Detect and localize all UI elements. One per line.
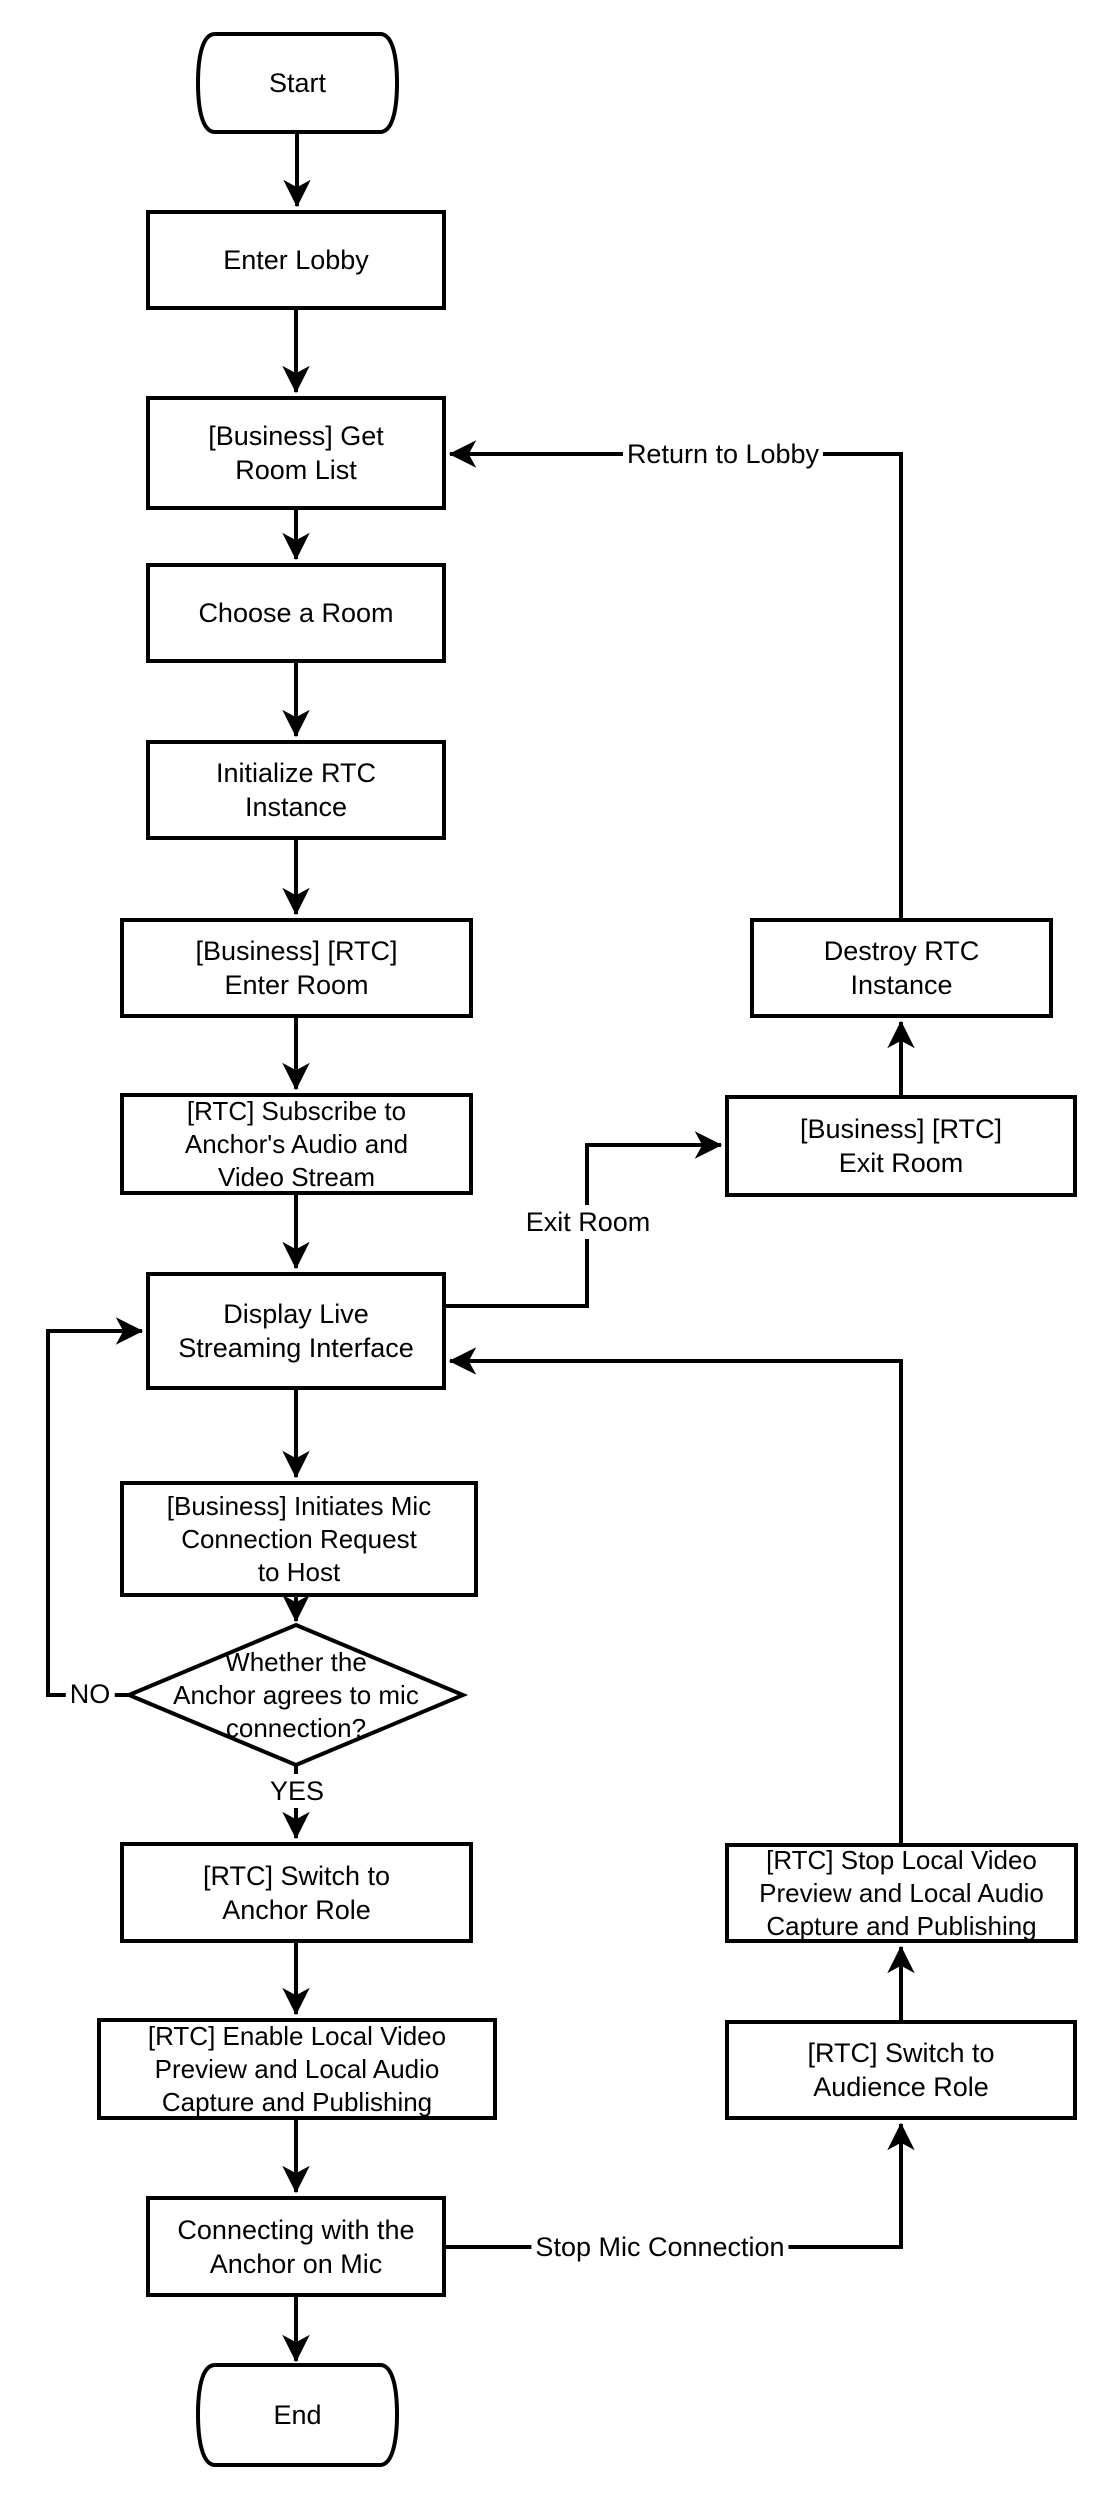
flow-node-start: Start bbox=[268, 67, 327, 98]
edge-label-exit-room: Exit Room bbox=[521, 1205, 655, 1239]
flow-node-switch-anchor-role: [RTC] Switch to Anchor Role bbox=[120, 1842, 473, 1943]
flow-node-enable-local-av: [RTC] Enable Local Video Preview and Loc… bbox=[97, 2018, 497, 2120]
flow-node-display-live-interface: Display Live Streaming Interface bbox=[146, 1272, 446, 1390]
flow-node-enter-lobby: Enter Lobby bbox=[146, 210, 446, 310]
decision-diamond-shape bbox=[123, 1622, 469, 1768]
edge-label-stop-mic-connection: Stop Mic Connection bbox=[531, 2230, 789, 2264]
flow-node-get-room-list: [Business] Get Room List bbox=[146, 396, 446, 510]
flow-node-destroy-rtc: Destroy RTC Instance bbox=[750, 918, 1053, 1018]
flow-node-decision-anchor-agrees: Whether the Anchor agrees to mic connect… bbox=[173, 1646, 419, 1743]
flow-node-connecting-on-mic: Connecting with the Anchor on Mic bbox=[146, 2196, 446, 2297]
flow-node-initialize-rtc: Initialize RTC Instance bbox=[146, 740, 446, 840]
start-terminator-shape bbox=[195, 32, 400, 134]
flow-node-subscribe-stream: [RTC] Subscribe to Anchor's Audio and Vi… bbox=[120, 1093, 473, 1195]
edge-connecting-stop-mic bbox=[446, 2122, 915, 2249]
flow-node-exit-room: [Business] [RTC] Exit Room bbox=[725, 1095, 1077, 1197]
flow-node-choose-room: Choose a Room bbox=[146, 563, 446, 663]
flow-node-stop-local-av: [RTC] Stop Local Video Preview and Local… bbox=[725, 1843, 1078, 1943]
edge-destroy-return-to-lobby bbox=[448, 440, 903, 918]
flow-node-initiate-mic-request: [Business] Initiates Mic Connection Requ… bbox=[120, 1481, 478, 1597]
flow-node-switch-audience-role: [RTC] Switch to Audience Role bbox=[725, 2020, 1077, 2120]
edge-label-no: NO bbox=[65, 1677, 115, 1711]
flow-node-end: End bbox=[273, 2399, 322, 2430]
flow-node-enter-room: [Business] [RTC] Enter Room bbox=[120, 918, 473, 1018]
end-terminator-shape bbox=[195, 2363, 400, 2467]
edge-stop-local-to-display bbox=[448, 1347, 903, 1843]
edge-label-yes: YES bbox=[265, 1774, 329, 1808]
edge-label-return-to-lobby: Return to Lobby bbox=[622, 437, 824, 471]
